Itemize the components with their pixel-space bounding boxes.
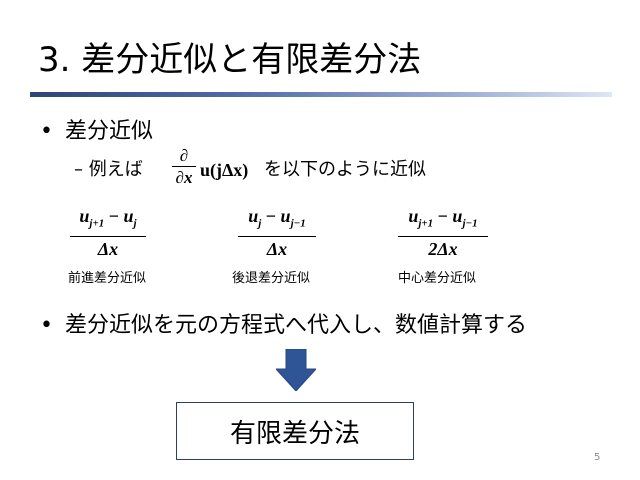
formula-term: u: [408, 206, 419, 226]
formula-numerator: uj − uj−1: [238, 204, 316, 236]
formula-subscript: j−1: [290, 217, 306, 230]
fraction-bar: [172, 166, 196, 168]
fraction-bar: [398, 235, 488, 237]
formula-subscript: j+1: [89, 217, 105, 230]
partial-derivative: ∂ ∂x: [172, 146, 196, 189]
bullet-text: 差分近似: [65, 119, 154, 144]
formula-term: u: [248, 206, 259, 226]
formula-minus: −: [437, 206, 448, 226]
central-difference-caption: 中心差分近似: [398, 271, 477, 286]
formula-denominator: 2Δx: [428, 238, 458, 259]
backward-difference-caption: 後退差分近似: [232, 271, 311, 286]
partial-derivative-numerator: ∂: [179, 146, 189, 165]
formula-minus: −: [265, 206, 277, 226]
formula-term: u: [280, 206, 291, 226]
forward-difference-formula: uj+1 − uj Δx: [70, 204, 146, 261]
bullet-text: 差分近似を元の方程式へ代入し、数値計算する: [65, 313, 528, 338]
forward-difference-caption: 前進差分近似: [68, 271, 147, 286]
derivative-argument: u(jΔx): [200, 160, 249, 180]
formula-term: u: [123, 206, 134, 226]
formula-numerator: uj+1 − uj: [70, 204, 146, 236]
page-number: 5: [594, 452, 601, 463]
formula-term: u: [452, 206, 463, 226]
slide-title: 3. 差分近似と有限差分法: [38, 40, 422, 80]
backward-difference-formula: uj − uj−1 Δx: [238, 204, 316, 261]
formula-numerator: uj+1 − uj−1: [398, 204, 488, 236]
sub-bullet-lead-text: 例えば: [88, 159, 143, 180]
fraction-bar: [70, 235, 146, 237]
finite-difference-method-box: 有限差分法: [176, 402, 414, 460]
title-underline: [30, 92, 612, 97]
formula-subscript: j: [258, 217, 262, 230]
bullet-marker: •: [40, 119, 53, 144]
sub-bullet-trail: を以下のように近似: [264, 159, 426, 180]
formula-term: u: [79, 206, 90, 226]
formula-minus: −: [108, 206, 120, 226]
partial-derivative-denominator: ∂x: [175, 168, 193, 188]
down-arrow-icon: [276, 349, 316, 391]
bullet-marker: •: [40, 313, 53, 338]
central-difference-formula: uj+1 − uj−1 2Δx: [398, 204, 488, 261]
formula-subscript: j+1: [418, 217, 434, 230]
formula-denominator: Δx: [97, 238, 119, 259]
fraction-bar: [238, 235, 316, 237]
sub-bullet-lead: – 例えば: [74, 157, 143, 183]
formula-subscript: j: [133, 217, 137, 230]
sub-bullet-dash: –: [74, 159, 83, 180]
formula-denominator: Δx: [266, 238, 288, 259]
formula-subscript: j−1: [462, 217, 478, 230]
result-box-label: 有限差分法: [229, 418, 360, 449]
